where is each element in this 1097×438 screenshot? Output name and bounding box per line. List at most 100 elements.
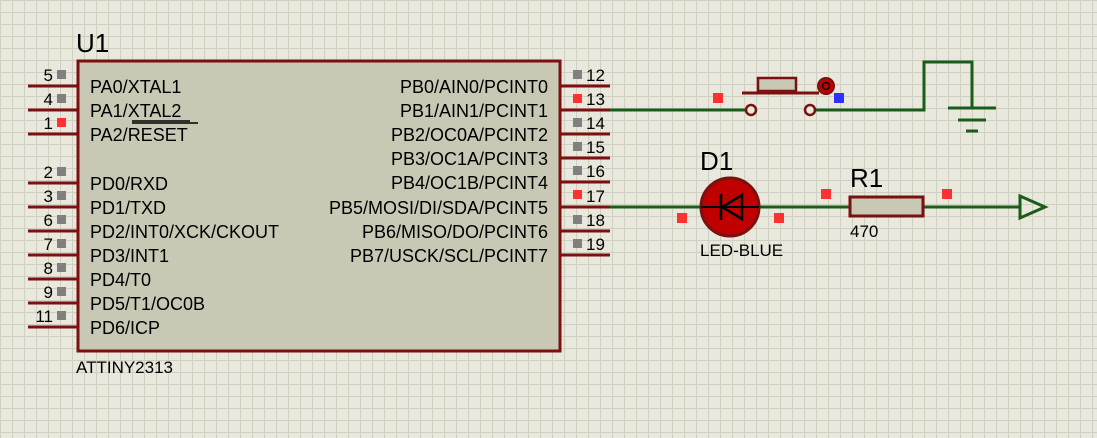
- u1-pin-13[interactable]: 13 PB1/AIN1/PCINT1: [400, 90, 610, 121]
- u1-pin-17[interactable]: 17 PB5/MOSI/DI/SDA/PCINT5: [329, 187, 610, 218]
- pin-number: 3: [44, 187, 53, 206]
- pin-state-marker: [942, 189, 952, 199]
- pin-name: PB4/OC1B/PCINT4: [391, 173, 548, 193]
- u1-pin-3[interactable]: 3 PD1/TXD: [28, 187, 166, 218]
- pin-state-marker: [573, 166, 582, 175]
- pin-number: 15: [586, 138, 605, 157]
- u1-pin-1[interactable]: 1 PA2/RESET: [28, 114, 198, 145]
- actuator-ring: [821, 81, 831, 91]
- led-d1[interactable]: D1 LED-BLUE: [677, 146, 784, 260]
- wire-button-to-ground[interactable]: [815, 60, 974, 112]
- u1-pin-6[interactable]: 6 PD2/INT0/XCK/CKOUT: [28, 211, 279, 242]
- u1-pin-12[interactable]: 12 PB0/AIN0/PCINT0: [400, 66, 610, 97]
- u1-right-pins: 12 PB0/AIN0/PCINT0 13 PB1/AIN1/PCINT1 14…: [329, 66, 610, 266]
- pin-name: PA1/XTAL2: [90, 101, 181, 121]
- u1-pin-11[interactable]: 11 PD6/ICP: [28, 307, 160, 338]
- u1-pin-14[interactable]: 14 PB2/OC0A/PCINT2: [391, 114, 610, 145]
- u1-pin-2[interactable]: 2 PD0/RXD: [28, 163, 168, 194]
- r1-value: 470: [850, 222, 878, 241]
- pin-state-marker: [573, 118, 582, 127]
- u1-pin-16[interactable]: 16 PB4/OC1B/PCINT4: [391, 162, 610, 193]
- pin-state-marker: [834, 93, 844, 103]
- pin-state-marker: [57, 311, 66, 320]
- pin-state-marker: [57, 239, 66, 248]
- u1-pin-5[interactable]: 5 PA0/XTAL1: [28, 66, 181, 97]
- pin-name: PD2/INT0/XCK/CKOUT: [90, 222, 279, 242]
- pin-name: PD5/T1/OC0B: [90, 294, 205, 314]
- power-terminal[interactable]: [1018, 193, 1049, 221]
- pin-state-marker: [713, 93, 723, 103]
- u1-pin-18[interactable]: 18 PB6/MISO/DO/PCINT6: [362, 211, 610, 242]
- u1-body[interactable]: [76, 59, 562, 353]
- pin-number: 4: [44, 90, 53, 109]
- pin-name: PA2/RESET: [90, 125, 188, 145]
- pin-number: 2: [44, 163, 53, 182]
- pin-name: PD0/RXD: [90, 174, 168, 194]
- resistor-r1[interactable]: R1 470: [821, 163, 952, 241]
- pin-state-marker: [573, 190, 582, 199]
- pin-state-marker: [57, 191, 66, 200]
- button-actuator-icon[interactable]: [817, 77, 835, 95]
- pin-number: 6: [44, 211, 53, 230]
- u1-pin-8[interactable]: 8 PD4/T0: [28, 259, 151, 290]
- diode-triangle-icon: [719, 192, 744, 222]
- pin-name: PA0/XTAL1: [90, 77, 181, 97]
- pin-state-marker: [57, 263, 66, 272]
- pin-state-marker: [573, 215, 582, 224]
- u1-pin-19[interactable]: 19 PB7/USCK/SCL/PCINT7: [350, 235, 610, 266]
- pin-number: 13: [586, 90, 605, 109]
- pin-number: 9: [44, 283, 53, 302]
- pin-name: PB5/MOSI/DI/SDA/PCINT5: [329, 198, 548, 218]
- pin-name: PB7/USCK/SCL/PCINT7: [350, 246, 548, 266]
- d1-reference: D1: [700, 146, 733, 176]
- pin-name: PD4/T0: [90, 270, 151, 290]
- pin-state-marker: [573, 142, 582, 151]
- r1-reference: R1: [850, 163, 883, 193]
- pin-state-marker: [821, 189, 831, 199]
- pin-number: 7: [44, 235, 53, 254]
- pin-state-marker: [57, 215, 66, 224]
- button-cap[interactable]: [756, 76, 798, 93]
- pin-name: PB2/OC0A/PCINT2: [391, 125, 548, 145]
- u1-value: ATTINY2313: [76, 358, 173, 377]
- pin-name: PD1/TXD: [90, 198, 166, 218]
- pin-state-marker: [57, 287, 66, 296]
- pin-name: PB3/OC1A/PCINT3: [391, 149, 548, 169]
- pin-name: PD6/ICP: [90, 318, 160, 338]
- pin-state-marker: [57, 94, 66, 103]
- pin-name: PB0/AIN0/PCINT0: [400, 77, 548, 97]
- pin-state-marker: [573, 239, 582, 248]
- pin-state-marker: [774, 213, 784, 223]
- push-button[interactable]: [713, 76, 844, 117]
- u1-pin-4[interactable]: 4 PA1/XTAL2: [28, 90, 190, 122]
- pin-number: 12: [586, 66, 605, 85]
- pin-number: 5: [44, 66, 53, 85]
- u1-pin-7[interactable]: 7 PD3/INT1: [28, 235, 169, 266]
- pin-state-marker: [57, 167, 66, 176]
- d1-value: LED-BLUE: [700, 241, 783, 260]
- pin-number: 17: [586, 187, 605, 206]
- wires: [610, 60, 1020, 209]
- pin-state-marker: [573, 70, 582, 79]
- pin-number: 16: [586, 162, 605, 181]
- ground-symbol[interactable]: [948, 106, 996, 133]
- pin-number: 18: [586, 211, 605, 230]
- ic-u1[interactable]: U1 ATTINY2313 5 PA0/XTAL1 4 PA1/XTAL2: [28, 28, 610, 377]
- pin-number: 8: [44, 259, 53, 278]
- pin-state-marker: [573, 94, 582, 103]
- button-contact-right: [803, 103, 817, 117]
- pin-name: PB6/MISO/DO/PCINT6: [362, 222, 548, 242]
- pin-number: 11: [35, 307, 53, 326]
- u1-reference: U1: [76, 28, 109, 58]
- u1-pin-9[interactable]: 9 PD5/T1/OC0B: [28, 283, 205, 314]
- pin-number: 19: [586, 235, 605, 254]
- pin-state-marker: [57, 70, 66, 79]
- terminal-arrow-icon[interactable]: [1018, 193, 1049, 221]
- resistor-body[interactable]: [848, 195, 925, 218]
- pin-name: PB1/AIN1/PCINT1: [400, 101, 548, 121]
- pin-number: 14: [586, 114, 605, 133]
- pin-number: 1: [44, 114, 53, 133]
- u1-pin-15[interactable]: 15 PB3/OC1A/PCINT3: [391, 138, 610, 169]
- button-contact-left: [744, 103, 758, 117]
